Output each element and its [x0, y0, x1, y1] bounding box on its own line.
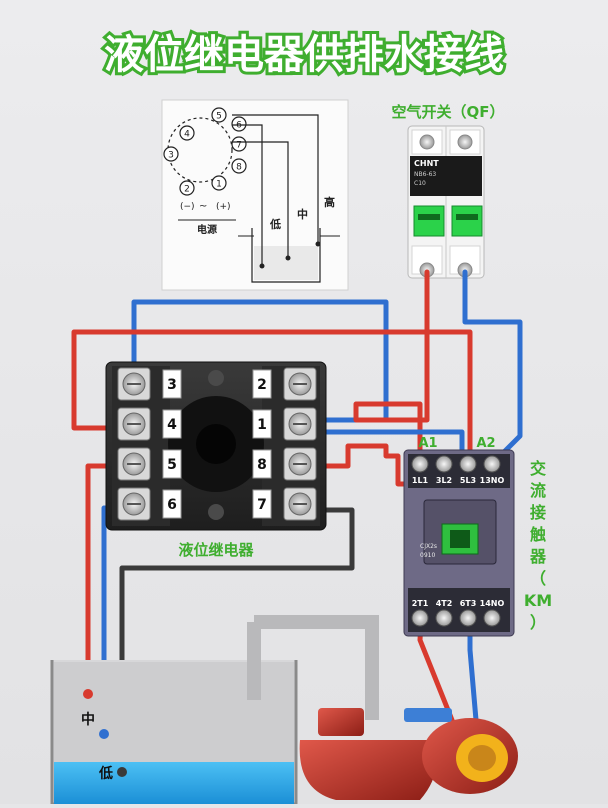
contactor-top-terminals: 1L1 3L2 5L3 13NO	[411, 455, 505, 485]
contactor-terminal-label: 2T1	[412, 599, 429, 608]
liquid-level-relay: 3 4 5 6 2 1 8 7	[105, 361, 327, 531]
relay-terminal-tag	[252, 449, 272, 479]
schematic-pin-label: 4	[184, 130, 190, 140]
contactor-label-char: 流	[530, 481, 546, 500]
schematic-pin	[231, 158, 247, 174]
page-title: 液位继电器供排水接线	[104, 32, 504, 78]
screw-icon	[483, 609, 501, 627]
schematic-tilde: ~	[199, 201, 207, 212]
screw-icon	[435, 609, 453, 627]
breaker-model: NB6-63	[414, 171, 436, 178]
relay-terminal-tag	[252, 489, 272, 519]
relay-terminal-tag	[162, 489, 182, 519]
schematic-pin	[211, 175, 227, 191]
breaker-brand: CHNT	[414, 159, 439, 168]
schematic-low-label: 低	[269, 217, 281, 231]
relay-terminal-tag	[252, 369, 272, 399]
contactor-terminal-label: 5L3	[460, 476, 476, 485]
contactor-label-char: （	[530, 569, 546, 588]
water-pipe	[247, 615, 379, 720]
screw-icon	[459, 609, 477, 627]
contactor-label-char: 触	[529, 525, 546, 544]
contactor-terminal-label: 1L1	[412, 476, 429, 485]
contactor-label-char: ）	[530, 613, 546, 632]
schematic-pin-label: 1	[216, 180, 222, 190]
relay-terminal-tag	[162, 409, 182, 439]
contactor-label-char: KM	[524, 591, 552, 610]
schematic-power-label: 电源	[197, 223, 217, 236]
schematic-pin	[231, 116, 247, 132]
tank-low-label: 低	[98, 765, 113, 782]
screw-icon	[411, 609, 429, 627]
contactor-a2-label: A2	[476, 436, 495, 451]
contactor-terminal-label: 13NO	[480, 476, 505, 485]
screw-icon	[483, 455, 501, 473]
contactor-terminal-label: 6T3	[460, 599, 477, 608]
screw-icon	[459, 455, 477, 473]
contactor-brand: CJX2s	[420, 543, 437, 550]
schematic-pin-label: 3	[168, 151, 174, 161]
relay-terminal-number: 5	[167, 457, 177, 473]
relay-terminal-number: 6	[167, 497, 177, 513]
contactor-label-char: 交	[530, 459, 546, 478]
breaker-label: 空气开关（QF）	[392, 103, 505, 121]
contactor-terminal-label: 14NO	[480, 599, 505, 608]
contactor-label-char: 器	[529, 547, 547, 566]
relay-terminal-tag	[162, 369, 182, 399]
screw-icon	[435, 455, 453, 473]
schematic-pin	[163, 146, 179, 162]
contactor-a1-label: A1	[418, 436, 437, 451]
air-breaker: CHNT NB6-63 C10	[407, 125, 485, 279]
schematic-pin	[211, 107, 227, 123]
relay-left-terminals: 3 4 5 6	[117, 367, 182, 521]
water-pump	[299, 708, 518, 800]
relay-terminal-number: 7	[257, 497, 267, 513]
relay-terminal-number: 2	[257, 377, 267, 393]
relay-terminal-tag	[162, 449, 182, 479]
screw-icon	[411, 455, 429, 473]
relay-terminal-number: 8	[257, 457, 267, 473]
schematic-pin-label: 2	[184, 185, 190, 195]
relay-right-terminals: 2 1 8 7	[252, 367, 317, 521]
relay-terminal-tag	[252, 409, 272, 439]
schematic-plus: (+)	[216, 202, 231, 212]
schematic-pin	[231, 136, 247, 152]
breaker-rating: C10	[414, 180, 426, 187]
schematic-pin	[179, 180, 195, 196]
schematic-pin-label: 7	[236, 141, 242, 151]
relay-terminal-number: 4	[167, 417, 177, 433]
relay-label: 液位继电器	[178, 541, 254, 559]
schematic-pin-label: 5	[216, 112, 222, 122]
relay-terminal-number: 3	[167, 377, 177, 393]
schematic-minus: (−)	[180, 202, 195, 212]
schematic-pin-label: 8	[236, 163, 242, 173]
relay-terminal-number: 1	[257, 417, 267, 433]
contactor-label-char: 接	[530, 503, 546, 522]
contactor-model: 0910	[420, 552, 435, 559]
schematic-pin	[179, 125, 195, 141]
schematic-high-label: 高	[324, 195, 335, 209]
schematic-mid-label: 中	[297, 207, 308, 221]
contactor-terminal-label: 4T2	[436, 599, 453, 608]
tank-mid-label: 中	[81, 711, 95, 728]
contactor-terminal-label: 3L2	[436, 476, 452, 485]
